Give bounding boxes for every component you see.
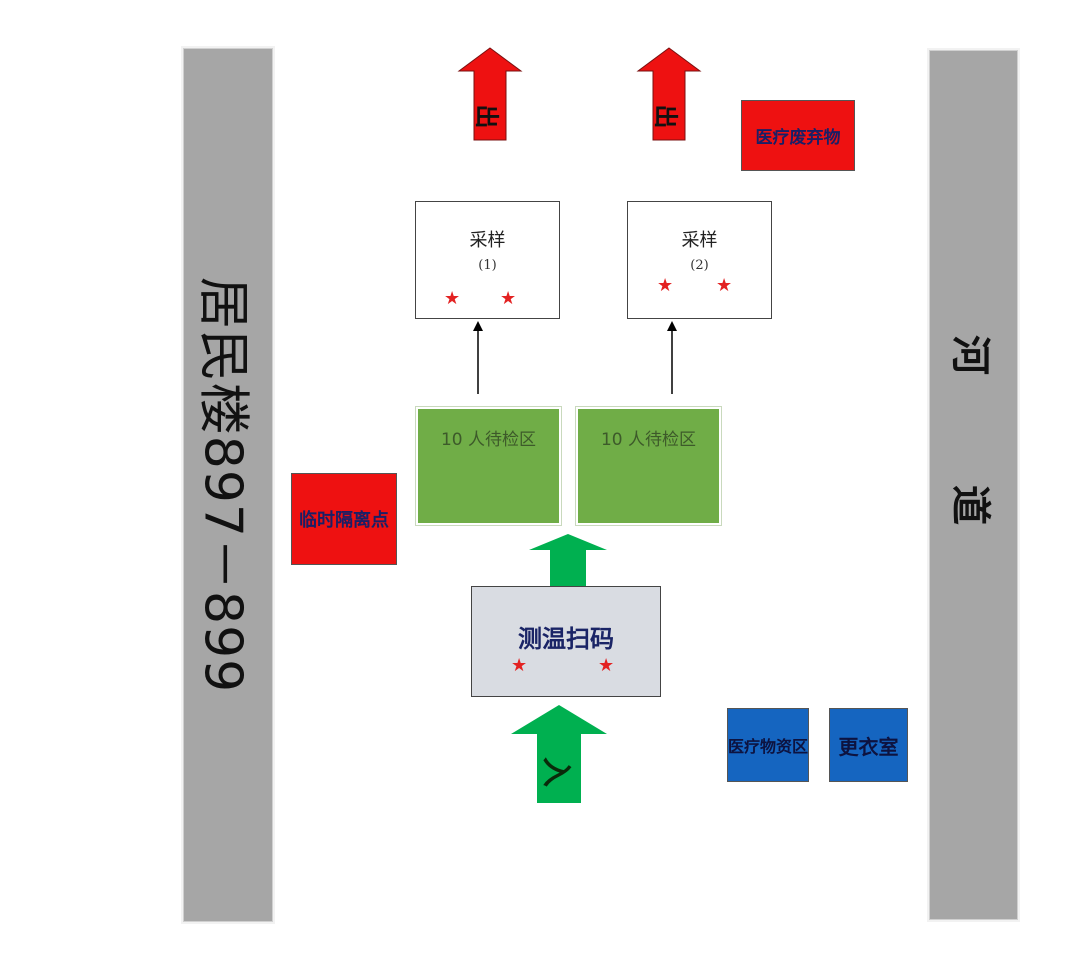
medical-waste-box: 医疗废弃物: [741, 100, 855, 171]
residential-building-label: 居民楼897－899: [192, 276, 253, 694]
temp-isolation-label: 临时隔离点: [299, 510, 389, 531]
green-up-arrow-icon: [529, 534, 607, 587]
sampling-title-1: 采样: [469, 230, 506, 251]
changing-room-box: 更衣室: [829, 708, 908, 782]
medical-waste-label: 医疗废弃物: [755, 128, 841, 148]
temperature-scan-label: 测温扫码: [518, 625, 614, 653]
changing-room-label: 更衣室: [838, 734, 899, 759]
exit-arrow-1-icon: [457, 47, 523, 141]
exit-label-1: 出: [472, 104, 501, 129]
star-icon: ★: [500, 288, 517, 309]
star-icon: ★: [657, 275, 674, 296]
temp-isolation-box: 临时隔离点: [291, 473, 397, 565]
sampling-station-1: 采样 (1) ★ ★: [415, 201, 560, 319]
entrance-label: 入: [538, 757, 573, 787]
star-icon: ★: [716, 275, 733, 296]
flow-arrow-2-icon: [667, 321, 677, 394]
flow-arrow-1-icon: [473, 321, 483, 394]
star-icon: ★: [511, 655, 528, 676]
exit-label-2: 出: [651, 104, 680, 129]
star-icon: ★: [598, 655, 615, 676]
sampling-number-1: (1): [478, 258, 497, 273]
medical-supplies-label: 医疗物资区: [728, 737, 809, 756]
sampling-station-2: 采样 (2) ★ ★: [627, 201, 772, 319]
entrance-arrow-icon: [511, 705, 607, 803]
medical-supplies-box: 医疗物资区: [727, 708, 809, 782]
waiting-area-2: 10 人待检区: [576, 407, 721, 525]
sampling-number-2: (2): [690, 258, 709, 273]
river-road-bar: 河道: [929, 50, 1018, 920]
river-road-label: 河道: [946, 335, 993, 635]
sampling-title-2: 采样: [681, 230, 718, 251]
residential-building-bar: 居民楼897－899: [183, 48, 273, 922]
star-icon: ★: [444, 288, 461, 309]
waiting-area-label-1: 10 人待检区: [440, 430, 537, 450]
waiting-area-label-2: 10 人待检区: [600, 430, 697, 450]
exit-arrow-2-icon: [636, 47, 702, 141]
waiting-area-1: 10 人待检区: [416, 407, 561, 525]
temperature-scan-station: 测温扫码 ★ ★: [471, 586, 661, 697]
